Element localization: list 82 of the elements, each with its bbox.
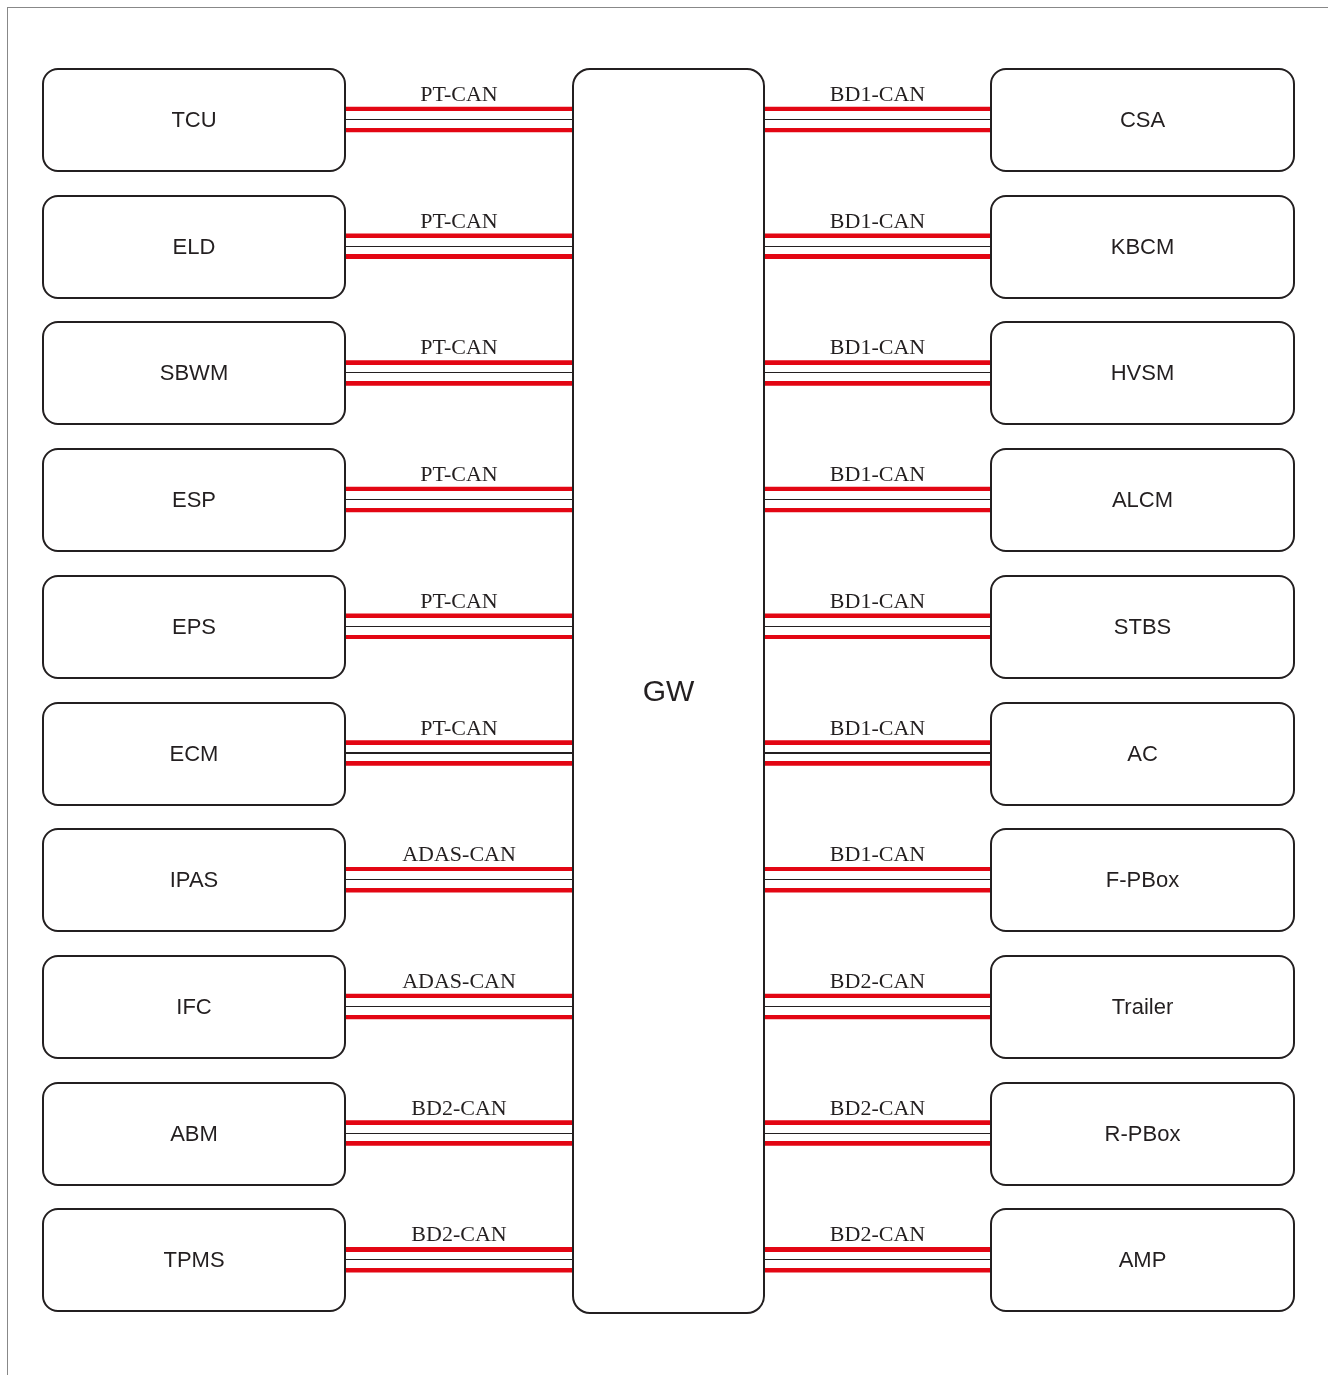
module-box	[42, 701, 346, 806]
module-box	[990, 701, 1295, 806]
edge-label: PT-CAN	[420, 336, 498, 359]
bus-cable	[765, 233, 990, 259]
edge-label: BD1-CAN	[829, 209, 926, 232]
edge-label: BD1-CAN	[829, 716, 926, 739]
edge-label: BD1-CAN	[829, 83, 926, 105]
module-box	[42, 321, 346, 426]
edge-label: PT-CAN	[420, 209, 498, 232]
gateway-box	[572, 68, 765, 1314]
module-box	[42, 68, 346, 172]
module-box	[990, 194, 1295, 299]
module-box	[990, 68, 1295, 172]
bus-cable	[765, 106, 990, 133]
module-name: AC	[1127, 740, 1158, 767]
module-box	[42, 574, 346, 679]
edge-label: BD1-CAN	[829, 589, 926, 612]
module-name: Trailer	[1111, 993, 1174, 1020]
bus-cable	[765, 1120, 990, 1146]
module-name: KBCM	[1110, 233, 1175, 260]
edge-label: BD2-CAN	[829, 969, 926, 992]
module-name: TCU	[171, 107, 217, 133]
module-name: HVSM	[1110, 360, 1175, 387]
bus-cable	[346, 993, 572, 1020]
bus-cable	[346, 1247, 572, 1273]
edge-label: BD2-CAN	[829, 1096, 926, 1119]
module-name: SBWM	[159, 360, 229, 387]
bus-cable	[346, 233, 572, 259]
bus-cable	[765, 613, 990, 640]
module-box	[42, 954, 346, 1059]
bus-cable	[765, 486, 990, 513]
edge-label: PT-CAN	[420, 83, 498, 105]
edge-label: PT-CAN	[420, 463, 498, 486]
module-box	[990, 1081, 1295, 1186]
bus-cable	[346, 740, 572, 766]
edge-label: BD1-CAN	[829, 843, 926, 866]
bus-cable	[346, 486, 572, 513]
module-box	[990, 1208, 1295, 1313]
module-name: EPS	[172, 613, 216, 640]
bus-cable	[765, 360, 990, 386]
bus-cable	[346, 360, 572, 386]
module-box	[42, 1208, 346, 1313]
module-name: GW	[642, 674, 695, 708]
edge-label: BD2-CAN	[411, 1223, 507, 1246]
module-name: ABM	[170, 1120, 218, 1147]
module-name: IPAS	[169, 867, 219, 894]
module-box	[990, 321, 1295, 426]
module-name: ALCM	[1111, 487, 1174, 514]
bus-cable	[765, 866, 990, 893]
module-box	[42, 448, 346, 553]
module-name: ESP	[172, 487, 216, 514]
edge-label: BD2-CAN	[829, 1223, 926, 1246]
bus-cable	[346, 1120, 572, 1146]
module-name: F-PBox	[1105, 867, 1180, 894]
module-name: STBS	[1113, 613, 1172, 640]
edge-label: BD1-CAN	[829, 463, 926, 486]
module-box	[42, 1081, 346, 1186]
module-box	[42, 194, 346, 299]
edge-label: PT-CAN	[420, 589, 498, 612]
edge-label: PT-CAN	[420, 716, 498, 739]
edge-label: ADAS-CAN	[402, 843, 516, 866]
module-name: IFC	[176, 993, 212, 1020]
module-name: AMP	[1118, 1247, 1167, 1274]
bus-cable	[765, 1247, 990, 1273]
module-box	[42, 828, 346, 933]
module-name: R-PBox	[1104, 1120, 1181, 1147]
module-name: TPMS	[163, 1247, 225, 1274]
bus-cable	[765, 993, 990, 1020]
edge-label: BD2-CAN	[411, 1096, 507, 1119]
bus-cable	[346, 613, 572, 640]
module-box	[990, 828, 1295, 933]
module-box	[990, 574, 1295, 679]
edge-label: BD1-CAN	[829, 336, 926, 359]
module-name: ELD	[172, 233, 216, 260]
module-name: CSA	[1119, 107, 1166, 133]
module-name: ECM	[169, 740, 219, 767]
module-box	[990, 954, 1295, 1059]
module-box	[990, 448, 1295, 553]
bus-cable	[346, 866, 572, 893]
edge-label: ADAS-CAN	[402, 969, 516, 992]
bus-cable	[346, 106, 572, 133]
bus-cable	[765, 740, 990, 766]
